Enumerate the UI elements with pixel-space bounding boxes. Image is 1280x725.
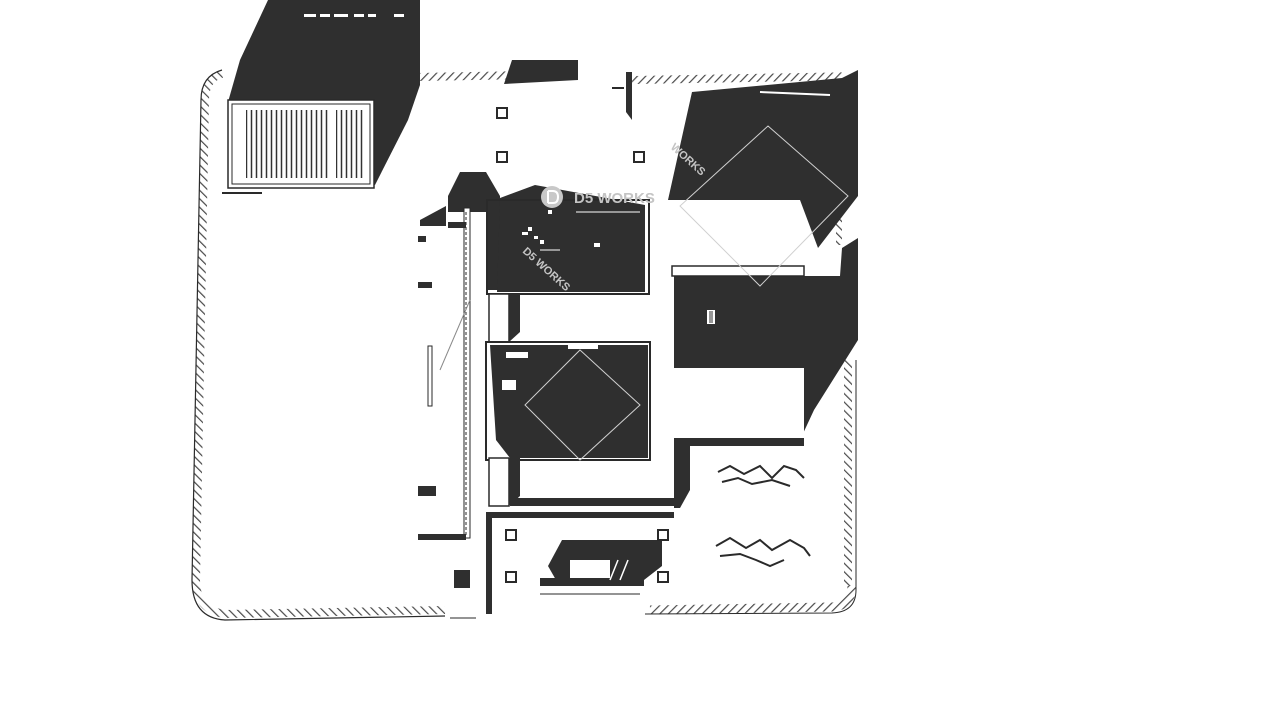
building-north-small <box>504 60 632 120</box>
kiosks <box>496 107 669 583</box>
landscape-benches <box>715 464 811 568</box>
building-center-north <box>448 172 650 343</box>
building-center-south <box>485 341 690 508</box>
building-northeast <box>640 70 858 266</box>
building-west-wing <box>418 206 492 619</box>
watermark-main: D5 WORKS <box>574 190 655 207</box>
building-east-middle <box>671 238 858 446</box>
building-south-entrance <box>488 512 674 595</box>
site-boundary <box>191 69 857 621</box>
d5-logo-icon <box>541 186 563 208</box>
building-northwest <box>222 0 420 194</box>
